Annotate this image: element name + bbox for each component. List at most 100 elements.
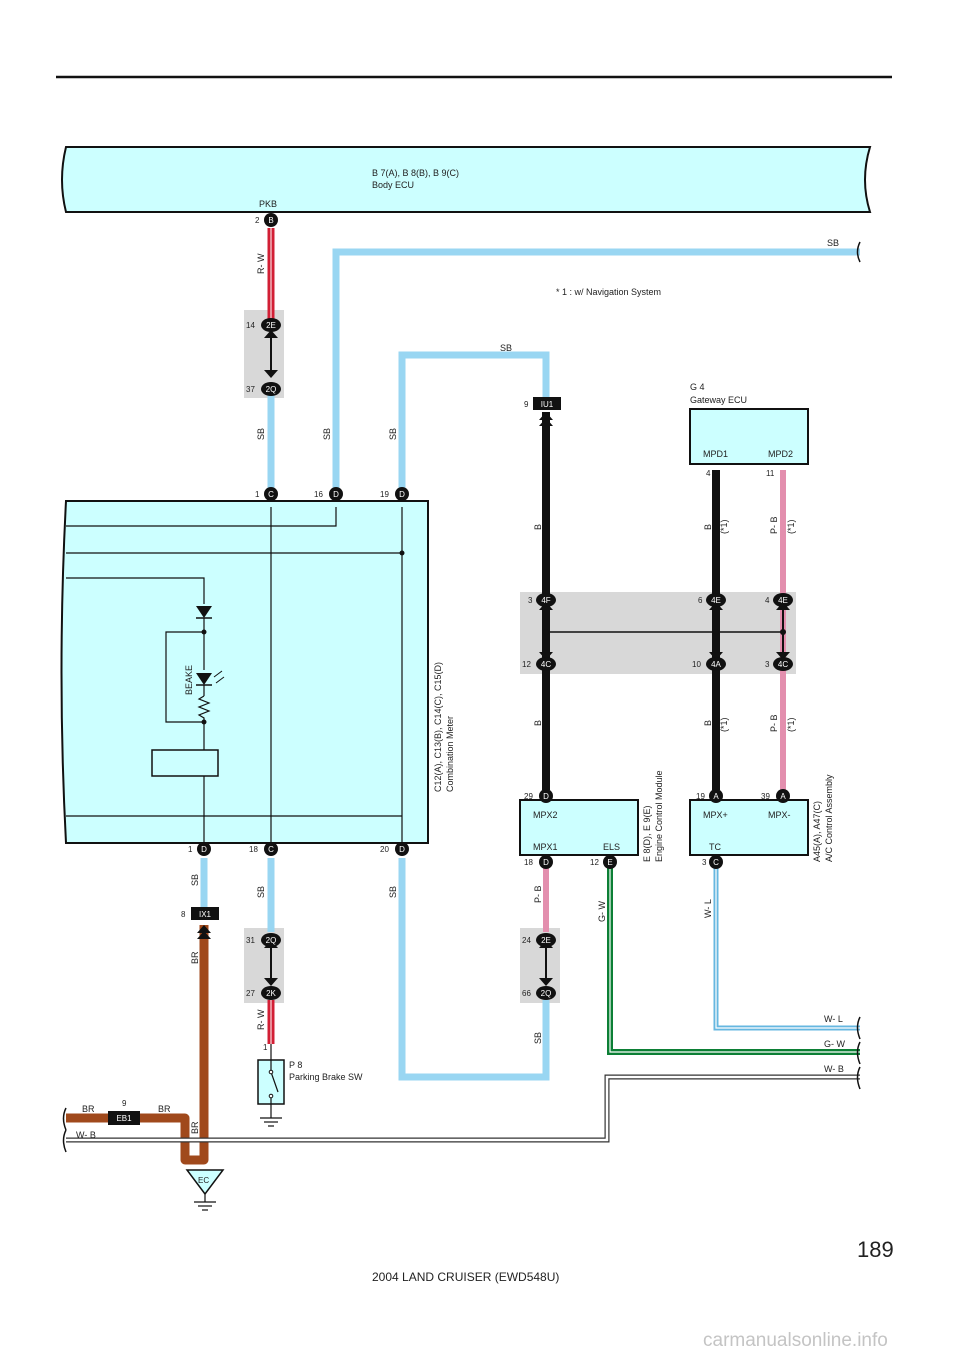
ground-icon <box>194 1194 216 1211</box>
brake-sw-pin: 1 <box>263 1043 268 1052</box>
svg-text:P- B: P- B <box>533 885 543 903</box>
wl-wire <box>713 868 860 1031</box>
svg-text:(*1): (*1) <box>786 717 796 732</box>
svg-text:37: 37 <box>246 385 255 394</box>
svg-text:24: 24 <box>522 936 531 945</box>
conn-2e-a: 2E <box>261 318 281 332</box>
svg-text:SB: SB <box>500 343 512 353</box>
svg-text:D: D <box>399 490 405 499</box>
svg-text:C: C <box>713 858 719 867</box>
svg-text:D: D <box>333 490 339 499</box>
gateway-p2: 11 <box>766 469 775 478</box>
svg-text:2E: 2E <box>266 321 276 330</box>
ac-box <box>689 799 809 856</box>
svg-text:W- L: W- L <box>824 1014 843 1024</box>
svg-text:B: B <box>703 720 713 726</box>
conn-b-top: B <box>264 213 278 227</box>
svg-text:18: 18 <box>524 858 533 867</box>
svg-text:P- B: P- B <box>769 516 779 534</box>
gateway-ecu-box <box>689 408 809 465</box>
gw-wire <box>607 868 860 1055</box>
svg-text:(*1): (*1) <box>719 717 729 732</box>
svg-text:1: 1 <box>255 490 260 499</box>
svg-text:6: 6 <box>698 596 703 605</box>
meter-desc: Combination Meter <box>445 716 455 792</box>
conn-d18: D <box>539 855 553 869</box>
svg-text:A: A <box>713 792 719 801</box>
meter-id: C12(A), C13(B), C14(C), C15(D) <box>433 662 443 792</box>
svg-text:B: B <box>703 524 713 530</box>
svg-text:W- L: W- L <box>703 899 713 918</box>
svg-text:BR: BR <box>82 1104 95 1114</box>
svg-text:3: 3 <box>765 660 770 669</box>
svg-text:SB: SB <box>388 428 398 440</box>
ecm-mpx2: MPX2 <box>533 810 558 820</box>
conn-2q-a: 2Q <box>261 382 281 396</box>
conn-4c-a: 4C <box>536 657 556 671</box>
svg-text:BR: BR <box>158 1104 171 1114</box>
conn-2k: 2K <box>261 986 281 1000</box>
svg-text:31: 31 <box>246 936 255 945</box>
svg-text:C: C <box>268 490 274 499</box>
svg-text:1: 1 <box>188 845 193 854</box>
svg-text:16: 16 <box>314 490 323 499</box>
svg-text:EB1: EB1 <box>116 1114 132 1123</box>
svg-text:D: D <box>543 792 549 801</box>
svg-text:4F: 4F <box>541 596 550 605</box>
svg-text:2Q: 2Q <box>266 385 277 394</box>
conn-2q-c: 2Q <box>536 986 556 1000</box>
ac-tc: TC <box>709 842 721 852</box>
svg-text:18: 18 <box>249 845 258 854</box>
conn-c1: C <box>264 487 278 501</box>
gateway-t1: MPD1 <box>703 449 728 459</box>
ground-ec <box>185 1169 225 1196</box>
svg-text:12: 12 <box>522 660 531 669</box>
body-ecu-terminal: PKB <box>259 199 277 209</box>
body-ecu-panel <box>61 146 872 213</box>
brake-sw-name: Parking Brake SW <box>289 1072 363 1082</box>
svg-text:D: D <box>201 845 207 854</box>
conn-d20: D <box>395 842 409 856</box>
svg-text:9: 9 <box>122 1099 127 1108</box>
conn-4f: 4F <box>536 593 556 607</box>
svg-text:27: 27 <box>246 989 255 998</box>
svg-text:E: E <box>607 858 612 867</box>
ecm-els: ELS <box>603 842 620 852</box>
conn-eb1: EB1 <box>108 1111 140 1125</box>
svg-text:66: 66 <box>522 989 531 998</box>
svg-text:BR: BR <box>190 951 200 964</box>
svg-text:10: 10 <box>692 660 701 669</box>
wire-ends <box>62 241 861 1153</box>
diode-icon <box>196 606 212 618</box>
conn-c18: C <box>264 842 278 856</box>
ac-id: A45(A), A47(C) <box>812 801 822 862</box>
meter-inner-label: BEAKE <box>184 665 194 695</box>
ecm-id: E 8(D), E 9(E) <box>642 805 652 862</box>
conn-4e-b: 4E <box>773 593 793 607</box>
gateway-name: Gateway ECU <box>690 395 747 405</box>
svg-text:B: B <box>533 524 543 530</box>
svg-text:(*1): (*1) <box>719 519 729 534</box>
conn-4e-a: 4E <box>706 593 726 607</box>
conn-a19: A <box>709 789 723 803</box>
svg-text:4C: 4C <box>541 660 551 669</box>
body-ecu-id: B 7(A), B 8(B), B 9(C) <box>372 168 459 178</box>
svg-text:SB: SB <box>256 886 266 898</box>
svg-text:2: 2 <box>255 216 260 225</box>
svg-text:20: 20 <box>380 845 389 854</box>
conn-e12: E <box>603 855 617 869</box>
gateway-id: G 4 <box>690 382 705 392</box>
svg-text:B: B <box>533 720 543 726</box>
conn-d29: D <box>539 789 553 803</box>
ac-desc: A/C Control Assembly <box>824 774 834 862</box>
conn-d19: D <box>395 487 409 501</box>
svg-text:3: 3 <box>702 858 707 867</box>
svg-text:2K: 2K <box>266 989 276 998</box>
svg-text:P- B: P- B <box>769 714 779 732</box>
rect-connectors: IU1 IX1 EB1 <box>108 397 561 1125</box>
shade-junction <box>520 592 796 674</box>
svg-text:D: D <box>399 845 405 854</box>
ac-mpxp: MPX+ <box>703 810 728 820</box>
svg-text:R- W: R- W <box>256 1009 266 1030</box>
